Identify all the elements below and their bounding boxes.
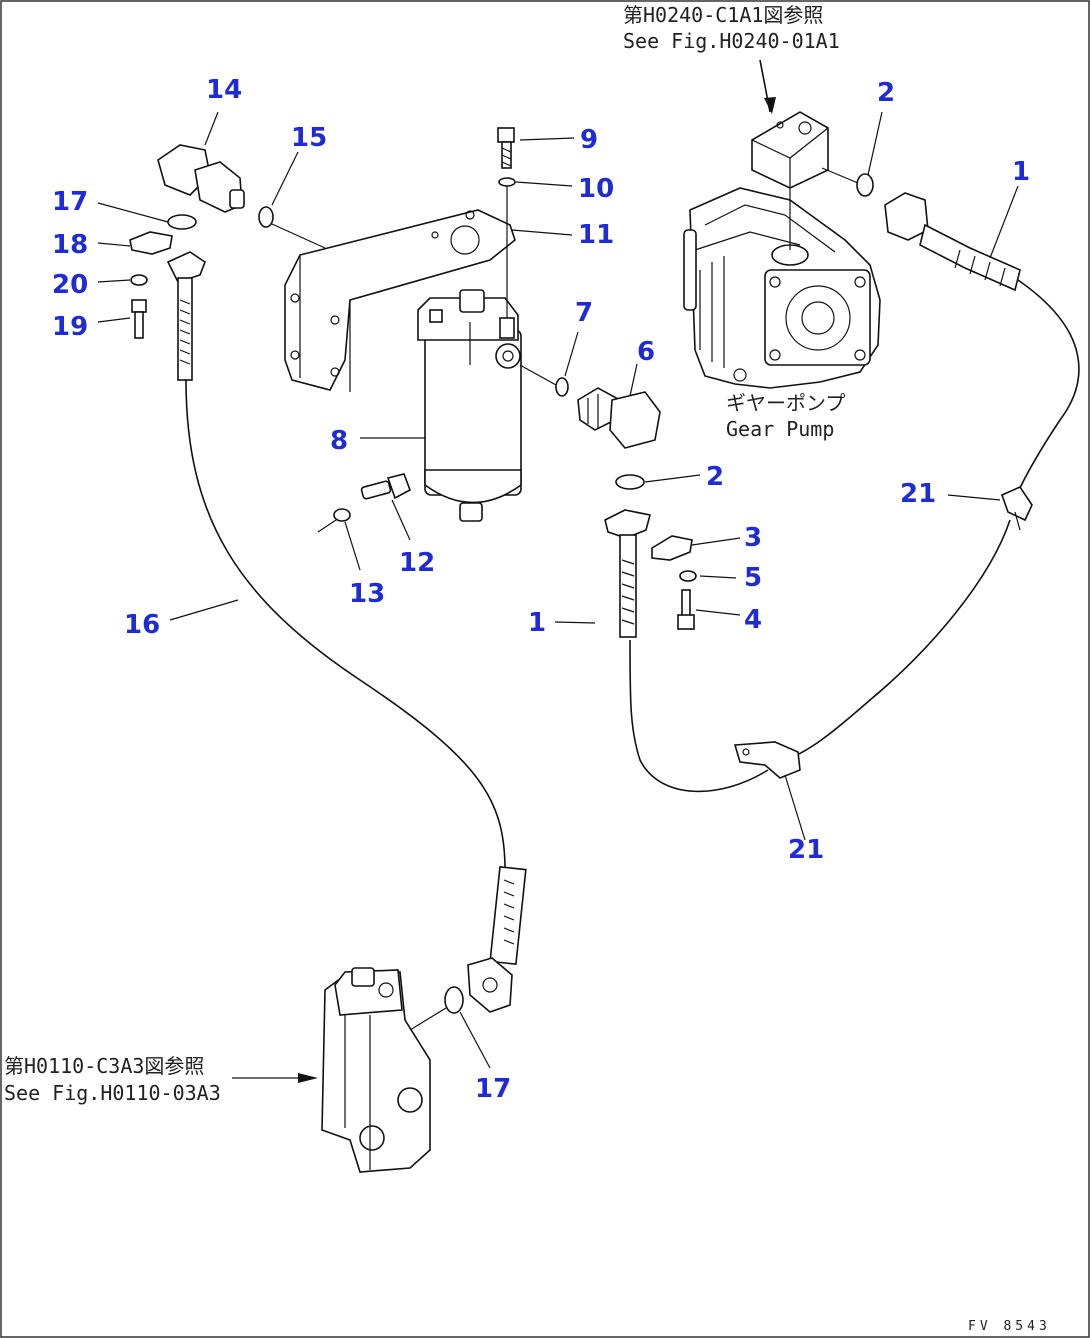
o-ring-2a [856,173,874,197]
callout-4: 4 [744,605,762,635]
washer-5 [679,570,697,582]
hose-16 [185,379,506,871]
callout-15: 15 [291,123,327,153]
switch-14 [157,144,245,213]
hose-1-right-run [1009,279,1080,511]
callout-14: 14 [206,75,242,105]
hose-16-lower [467,866,527,1013]
hose-1-upper [884,192,1021,292]
bolt-9 [497,127,515,169]
washer-20 [130,274,148,286]
clamp-21b [733,741,801,779]
callout-12: 12 [399,548,435,578]
hose-16-upper [166,251,206,381]
washer-10 [498,177,516,187]
bolt-4 [677,589,695,630]
callout-16: 16 [124,610,160,640]
callout-7: 7 [575,298,593,328]
filter-bracket [284,209,516,392]
bolt-19 [131,299,147,339]
clamp-3 [651,535,693,561]
o-ring-17a [167,214,197,230]
o-ring-2b [615,474,645,490]
callout-1-upper: 1 [1012,157,1030,187]
callout-18: 18 [52,230,88,260]
o-ring-7 [555,377,569,397]
callout-6: 6 [637,337,655,367]
reference-notes: 第H0240-C1A1図参照 See Fig.H0240-01A1 ギヤーポンプ… [4,3,1051,1334]
filter-unit [417,289,522,522]
clamp-18 [129,231,173,255]
note-top-ref-jp: 第H0240-C1A1図参照 [623,3,823,27]
hose-1-lower-run [789,519,1011,759]
callouts: 14 15 17 18 20 19 9 10 11 7 6 8 12 13 16… [52,75,1030,1104]
callout-21-lower: 21 [788,835,824,865]
callout-1-lower: 1 [528,608,546,638]
leader-lines [97,111,1019,1083]
o-ring-17b [444,986,464,1014]
washer-13 [333,508,351,522]
hose-1-loop [629,639,769,793]
callout-20: 20 [52,270,88,300]
note-top-ref-en: See Fig.H0240-01A1 [623,29,840,53]
hose-1-lower [604,509,651,638]
callout-5: 5 [744,563,762,593]
callout-10: 10 [578,174,614,204]
drawing-code: FV 8543 [968,1319,1051,1334]
callout-13: 13 [349,579,385,609]
callout-9: 9 [580,125,598,155]
callout-21-right: 21 [900,479,936,509]
clamp-21a [1000,485,1033,531]
callout-8: 8 [330,426,348,456]
note-pump-jp: ギヤーポンプ [726,391,845,415]
control-valve [321,967,431,1173]
callout-2-upper: 2 [877,78,895,108]
sensor-6 [577,387,661,449]
note-pump-en: Gear Pump [726,417,834,441]
o-ring-15 [258,206,274,228]
callout-2-lower: 2 [706,462,724,492]
callout-11: 11 [578,220,614,250]
callout-17-lower: 17 [475,1074,511,1104]
callout-17-upper: 17 [52,187,88,217]
fitting-12 [360,473,411,500]
manifold-block [751,59,829,250]
callout-3: 3 [744,523,762,553]
note-valve-ref-en: See Fig.H0110-03A3 [4,1081,221,1105]
callout-19: 19 [52,312,88,342]
gear-pump [683,187,881,389]
note-valve-ref-jp: 第H0110-C3A3図参照 [4,1054,204,1078]
